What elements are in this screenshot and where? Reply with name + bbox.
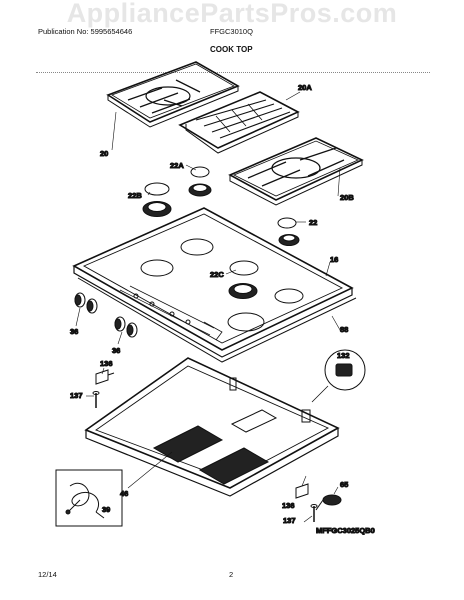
label-burner-box: 46 — [120, 489, 128, 498]
knobs-right[interactable] — [114, 316, 138, 338]
grate-right[interactable] — [228, 137, 364, 206]
footer-date: 12/14 — [38, 570, 57, 579]
label-cap-center: 22C — [210, 270, 224, 279]
knobs-left[interactable] — [74, 292, 98, 314]
burner-right[interactable] — [278, 234, 300, 246]
label-screw-left: 137 — [70, 391, 83, 400]
watermark: AppliancePartsPros.com — [66, 0, 398, 28]
model-number: FFGC3010Q — [210, 27, 253, 36]
label-knobs-left: 36 — [70, 327, 78, 336]
diagram-code: MFFGC3025QB0 — [316, 526, 375, 535]
burner-center[interactable] — [228, 283, 258, 299]
regulator[interactable] — [315, 494, 342, 511]
header-rule — [36, 72, 430, 73]
burner-box[interactable] — [84, 357, 340, 497]
label-bracket-right: 136 — [282, 501, 295, 510]
burner-small[interactable] — [188, 183, 212, 197]
leader-lines — [75, 91, 341, 523]
label-cooktop: 16 — [330, 255, 338, 264]
burner-large[interactable] — [142, 201, 172, 217]
bracket-left[interactable] — [95, 369, 115, 385]
label-grate-left: 20 — [100, 149, 108, 158]
publication-number: Publication No: 5995654646 — [38, 27, 133, 36]
section-title: COOK TOP — [210, 45, 253, 54]
cap-small[interactable] — [190, 166, 210, 178]
label-regulator: 65 — [340, 480, 348, 489]
grate-left[interactable] — [106, 61, 240, 128]
label-cap-right: 22 — [309, 218, 317, 227]
label-harness: 39 — [102, 505, 110, 514]
footer-page-number: 2 — [229, 570, 234, 579]
label-cap-large: 22B — [128, 191, 142, 200]
label-bracket-left: 136 — [100, 359, 113, 368]
screw-left[interactable] — [92, 391, 100, 409]
bracket-right[interactable] — [295, 483, 309, 499]
cooktop[interactable] — [72, 207, 354, 358]
cap-right[interactable] — [277, 217, 297, 229]
label-grate-center: 20A — [298, 83, 312, 92]
spark-module[interactable] — [311, 349, 366, 403]
label-trim: 88 — [340, 325, 348, 334]
cap-center[interactable] — [229, 260, 259, 276]
grate-center[interactable] — [178, 91, 300, 154]
trim[interactable] — [77, 277, 357, 363]
screw-right[interactable] — [310, 504, 318, 523]
label-grate-right: 20B — [340, 193, 354, 202]
cap-large[interactable] — [144, 182, 170, 196]
label-cap-small: 22A — [170, 161, 184, 170]
label-spark-module: 132 — [337, 351, 350, 360]
label-knobs-right: 36 — [112, 346, 120, 355]
wire-harness[interactable] — [55, 469, 123, 527]
label-screw-right: 137 — [283, 516, 296, 525]
